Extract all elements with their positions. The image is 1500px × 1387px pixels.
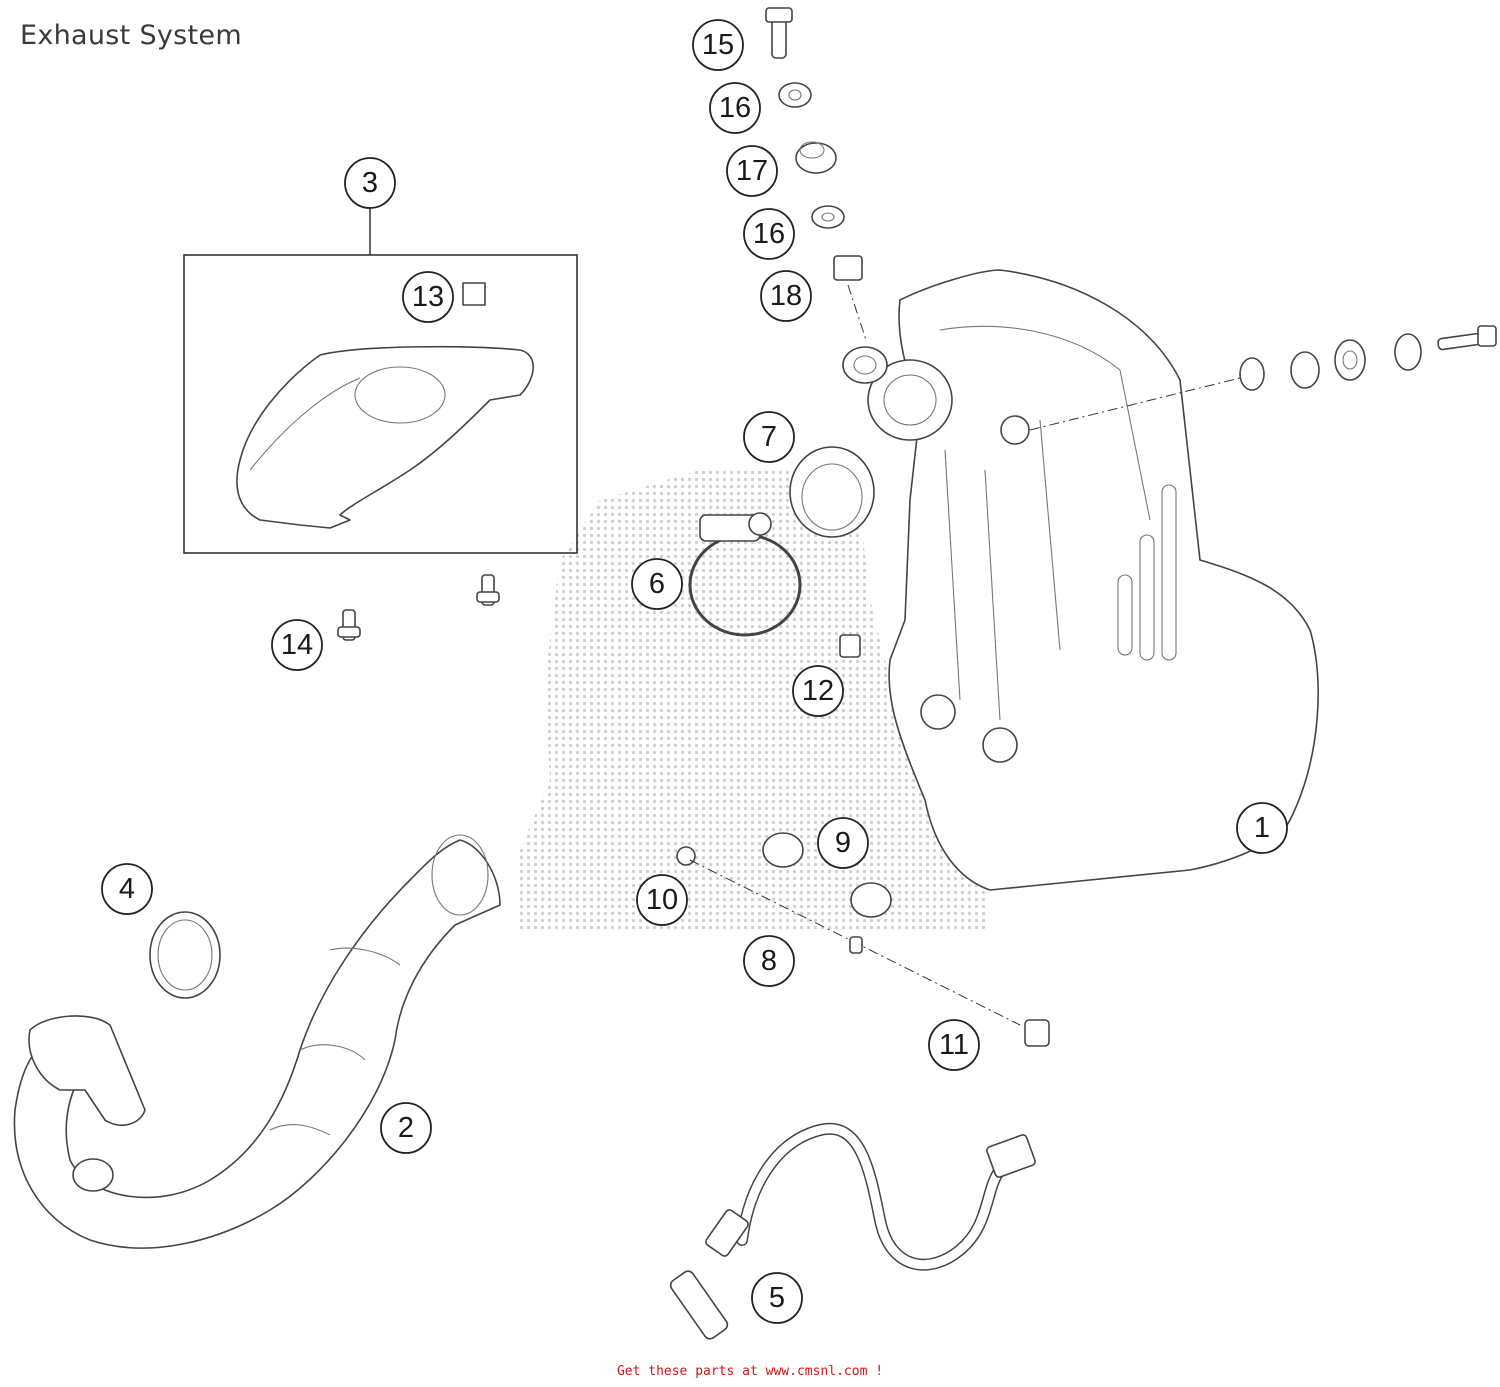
muffler-inlet-bore [883, 374, 937, 426]
pipe-flange [28, 1015, 146, 1126]
callout-3[interactable]: 3 [344, 157, 396, 209]
callout-2[interactable]: 2 [380, 1102, 432, 1154]
callout-6[interactable]: 6 [631, 558, 683, 610]
bolt-15-part [771, 17, 787, 59]
sensor-connector [986, 1134, 1036, 1178]
svg-text:14: 14 [281, 629, 313, 661]
callout-16-lower[interactable]: 16 [743, 208, 795, 260]
callout-15[interactable]: 15 [692, 19, 744, 71]
callout-8[interactable]: 8 [743, 935, 795, 987]
page-title: Exhaust System [20, 20, 242, 51]
svg-text:13: 13 [412, 281, 444, 313]
callout-1[interactable]: 1 [1236, 802, 1288, 854]
svg-text:7: 7 [761, 421, 777, 453]
heat-shield-edge [249, 377, 361, 471]
leader-right [1029, 377, 1241, 431]
bracket-hardware [676, 832, 1050, 1047]
muffler-inlet [867, 359, 953, 441]
svg-text:11: 11 [939, 1029, 969, 1061]
callout-14[interactable]: 14 [271, 619, 323, 671]
heat-shield-group [183, 205, 578, 554]
muffler-slot [1161, 484, 1177, 661]
bracket-ring [842, 346, 888, 384]
clip-13-part [462, 282, 486, 306]
mounting-stack [765, 7, 888, 384]
svg-text:3: 3 [362, 167, 378, 199]
sensor-tip [669, 1270, 729, 1340]
callout-4[interactable]: 4 [101, 863, 153, 915]
svg-text:6: 6 [649, 568, 665, 600]
nut-12-part [839, 634, 861, 658]
bolt-11-part [1024, 1019, 1050, 1047]
heat-shield-kit-box [183, 254, 578, 554]
svg-text:2: 2 [398, 1112, 414, 1144]
callout-18[interactable]: 18 [760, 270, 812, 322]
washer-16b-part [811, 205, 845, 229]
muffler-slot [1139, 534, 1155, 661]
spacer-9b [850, 882, 892, 918]
pipe-outlet [431, 834, 489, 916]
nut-10-part [676, 846, 696, 866]
svg-text:16: 16 [753, 218, 785, 250]
svg-text:8: 8 [761, 945, 777, 977]
callout-13[interactable]: 13 [402, 271, 454, 323]
gasket-4 [149, 911, 221, 999]
muffler-mount-hole [920, 694, 956, 730]
right-bolt-set [1029, 325, 1497, 431]
svg-text:4: 4 [119, 873, 135, 905]
svg-text:1: 1 [1254, 812, 1270, 844]
muffler-seam [939, 325, 1151, 521]
leader-18 [847, 284, 867, 341]
gasket-7 [789, 446, 875, 538]
svg-text:16: 16 [719, 92, 751, 124]
svg-text:9: 9 [835, 827, 851, 859]
lambda-sensor [669, 1122, 1036, 1340]
bolt-15-head [765, 7, 793, 23]
muffler-ribs [944, 419, 1061, 721]
muffler [867, 269, 1319, 891]
svg-text:10: 10 [646, 884, 678, 916]
heat-shield-opening [354, 366, 446, 424]
sensor-nut [705, 1209, 749, 1257]
sensor-boss [72, 1158, 114, 1192]
spacer-9a [762, 832, 804, 868]
callout-10[interactable]: 10 [636, 874, 688, 926]
svg-text:12: 12 [802, 675, 834, 707]
svg-text:17: 17 [736, 155, 768, 187]
sleeve-8-part [849, 936, 863, 954]
muffler-mount-hole [1000, 415, 1030, 445]
nut-18-part [833, 255, 863, 281]
washer-16-part [778, 82, 812, 108]
header-pipe [13, 834, 501, 1249]
callout-12[interactable]: 12 [792, 665, 844, 717]
callout-5[interactable]: 5 [751, 1272, 803, 1324]
bolts-14 [337, 574, 500, 641]
callout-7[interactable]: 7 [743, 411, 795, 463]
callout-17[interactable]: 17 [726, 145, 778, 197]
callout-11[interactable]: 11 [928, 1019, 980, 1071]
muffler-slot [1117, 574, 1133, 656]
callout-16-upper[interactable]: 16 [709, 82, 761, 134]
callout-9[interactable]: 9 [817, 817, 869, 869]
svg-text:18: 18 [770, 280, 802, 312]
svg-text:5: 5 [769, 1282, 785, 1314]
muffler-mount-hole [982, 727, 1018, 763]
clamp-6 [688, 512, 802, 637]
heat-shield [236, 345, 534, 529]
svg-text:15: 15 [702, 29, 734, 61]
footer-link[interactable]: Get these parts at www.cmsnl.com ! [616, 1364, 884, 1379]
